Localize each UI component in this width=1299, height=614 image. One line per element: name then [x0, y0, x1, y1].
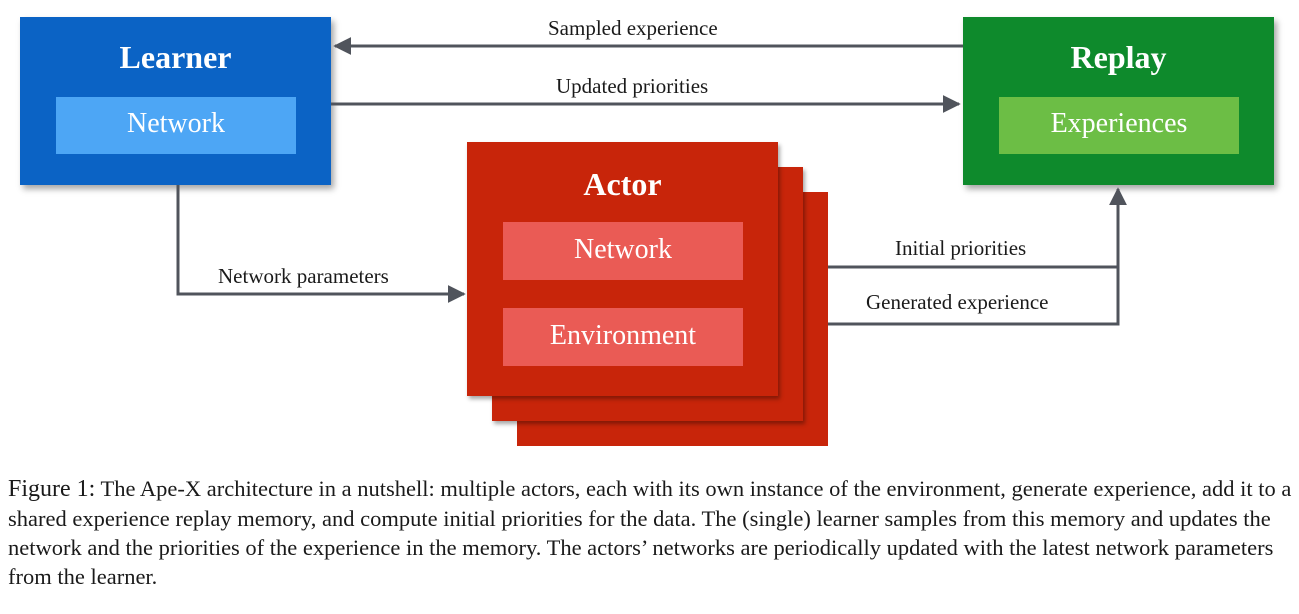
learner-box: Learner Network [20, 17, 331, 185]
replay-title: Replay [1070, 39, 1167, 75]
learner-title: Learner [119, 39, 232, 75]
arrow-generated-experience [828, 187, 1127, 326]
figure-caption: Figure 1: The Ape-X architecture in a nu… [8, 474, 1293, 591]
actor-title: Actor [583, 166, 662, 202]
actor-network-box: Network [503, 222, 743, 280]
label-sampled-experience: Sampled experience [548, 16, 718, 40]
label-generated-experience: Generated experience [866, 290, 1049, 314]
actor-box: Actor Network Environment [467, 142, 778, 396]
replay-box: Replay Experiences [963, 17, 1274, 185]
learner-network-box: Network [56, 97, 296, 154]
replay-experiences-box: Experiences [999, 97, 1239, 154]
label-updated-priorities: Updated priorities [556, 74, 709, 98]
label-network-parameters: Network parameters [218, 264, 389, 288]
figure-label: Figure 1: [8, 476, 96, 502]
actor-environment-box: Environment [503, 308, 743, 366]
arrow-network-parameters [176, 185, 466, 303]
label-initial-priorities: Initial priorities [895, 236, 1027, 260]
caption-text: The Ape-X architecture in a nutshell: mu… [8, 476, 1292, 589]
